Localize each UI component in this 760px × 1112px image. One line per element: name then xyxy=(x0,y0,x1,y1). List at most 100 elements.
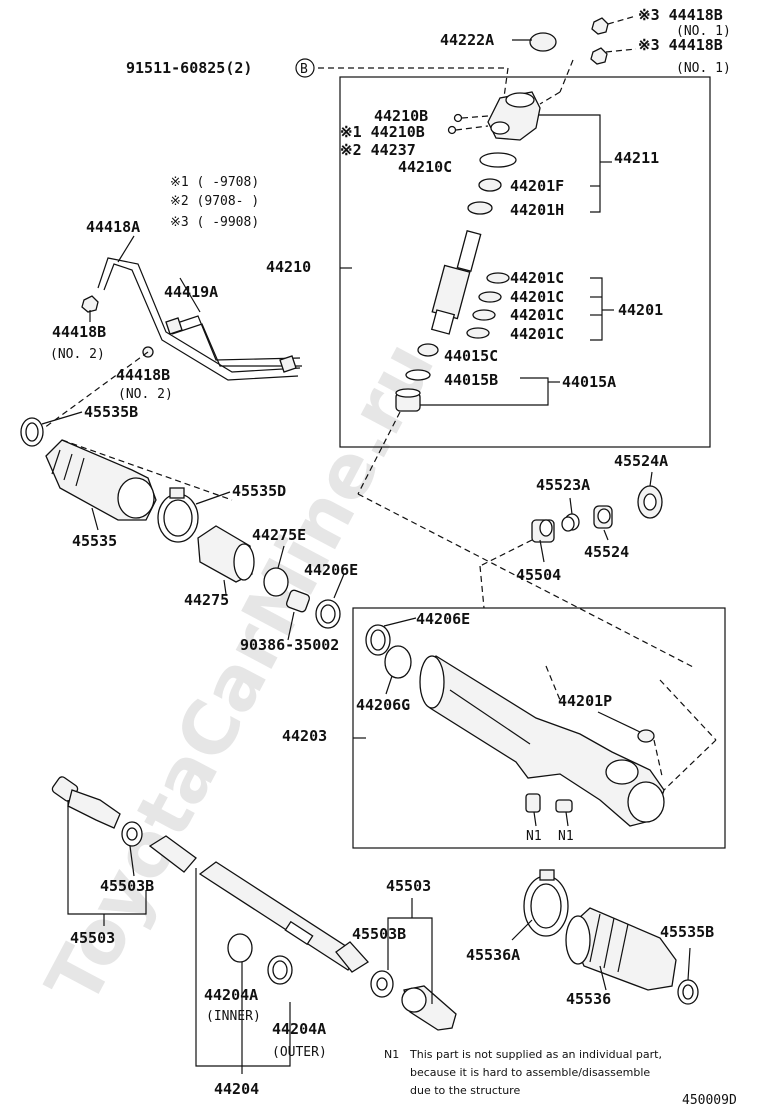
rack-bushing-outer-part xyxy=(267,955,293,985)
legend-note-2: ※2 (9708- ) xyxy=(170,194,259,209)
seal-44201F-part xyxy=(478,178,502,192)
o-ring-44275E-part xyxy=(263,567,289,597)
tie-rod-end-left-part xyxy=(51,776,121,829)
label-44204A-inner: 44204A xyxy=(204,986,258,1004)
label-44201C-2: 44201C xyxy=(510,288,564,306)
union-nut-44418B-no2-part xyxy=(81,295,99,313)
label-44275E: 44275E xyxy=(252,526,306,544)
seal-44201H-part xyxy=(467,201,493,215)
label-90386: 90386-35002 xyxy=(240,636,339,654)
footnote-line-3: due to the structure xyxy=(410,1084,520,1097)
rack-boot-45536-part xyxy=(565,907,677,991)
label-44418B-no2-b-sub: (NO. 2) xyxy=(118,387,173,402)
label-44418A: 44418A xyxy=(86,218,140,236)
union-nut-44418B-no1-part xyxy=(590,17,609,65)
diagram-code: 450009D xyxy=(682,1093,737,1108)
label-44418B-no2-b: 44418B xyxy=(116,366,170,384)
plug-44201P-part xyxy=(637,729,655,743)
label-44210: 44210 xyxy=(266,258,311,276)
label-91511: 91511-60825(2) xyxy=(126,59,252,77)
label-44210B-2: ※1 44210B xyxy=(340,123,425,141)
label-45536A: 45536A xyxy=(466,946,520,964)
boot-clamp-45535B-right-part xyxy=(677,979,699,1005)
label-44418B-top2-no: (NO. 1) xyxy=(676,61,731,76)
label-45503-right: 45503 xyxy=(386,877,431,895)
gear-housing-44203-part xyxy=(419,655,665,827)
lock-nut-45503B-left-part xyxy=(121,821,143,847)
label-44237: ※2 44237 xyxy=(340,141,416,159)
boot-clamp-45535D-part xyxy=(157,487,199,543)
label-44201H: 44201H xyxy=(510,201,564,219)
label-44418B-no2-a: 44418B xyxy=(52,323,106,341)
label-44275: 44275 xyxy=(184,591,229,609)
label-44206G: 44206G xyxy=(356,696,410,714)
label-n1-b: N1 xyxy=(558,829,574,844)
seal-44015C-part xyxy=(417,343,439,357)
label-45535: 45535 xyxy=(72,532,117,550)
label-45536: 45536 xyxy=(566,990,611,1008)
label-44418B-top2: ※3 44418B xyxy=(638,36,723,54)
rack-guide-45504-part xyxy=(531,519,555,543)
label-44210C: 44210C xyxy=(398,158,452,176)
lock-nut-45524A-part xyxy=(637,485,663,519)
footnote-line-1: This part is not supplied as an individu… xyxy=(409,1048,662,1061)
return-tube-44419A-part xyxy=(167,315,302,367)
footnote-tag: N1 xyxy=(384,1048,399,1061)
label-44211: 44211 xyxy=(614,149,659,167)
label-44419A: 44419A xyxy=(164,283,218,301)
legend-note-1: ※1 ( -9708) xyxy=(170,175,259,190)
label-45503B-left: 45503B xyxy=(100,877,154,895)
label-44201: 44201 xyxy=(618,301,663,319)
tie-rod-end-right-part xyxy=(401,985,457,1031)
spring-45523A-part xyxy=(561,513,580,532)
boot-clamp-45535B-part xyxy=(20,417,44,447)
label-44204A-outer-sub: (OUTER) xyxy=(272,1045,327,1060)
legend-note-3: ※3 ( -9908) xyxy=(170,215,259,230)
label-45535B-left: 45535B xyxy=(84,403,138,421)
label-44204A-inner-sub: (INNER) xyxy=(206,1009,261,1024)
label-45535D: 45535D xyxy=(232,482,286,500)
label-44222A: 44222A xyxy=(440,31,494,49)
cap-44222A-part xyxy=(529,32,557,52)
boot-clamp-45536A-part xyxy=(523,869,569,937)
rack-44204-part xyxy=(148,835,370,973)
housing-assembly-box xyxy=(352,607,726,849)
rack-guide-spring-cap-45524-part xyxy=(593,505,613,529)
label-44201F: 44201F xyxy=(510,177,564,195)
valve-housing-part xyxy=(487,91,541,141)
footnote-line-2: because it is hard to assemble/disassemb… xyxy=(410,1066,650,1079)
fitting-n1-b-part xyxy=(555,799,573,813)
label-45535B-right: 45535B xyxy=(660,923,714,941)
label-n1-a: N1 xyxy=(526,829,542,844)
rack-bushing-inner-part xyxy=(227,933,253,963)
label-44418B-top1: ※3 44418B xyxy=(638,6,723,24)
label-44201C-3: 44201C xyxy=(510,306,564,324)
seal-ring-44201C-set xyxy=(466,272,510,339)
seal-44015B-part xyxy=(405,369,431,381)
label-45524: 45524 xyxy=(584,543,629,561)
lock-nut-45503B-right-part xyxy=(370,970,394,998)
reference-b-circle xyxy=(295,58,315,78)
label-44201C-1: 44201C xyxy=(510,269,564,287)
label-44418B-top1-no: (NO. 1) xyxy=(676,24,731,39)
label-44418B-no2-a-sub: (NO. 2) xyxy=(50,347,105,362)
label-44015B: 44015B xyxy=(444,371,498,389)
pressure-tube-44418A-part xyxy=(97,257,301,381)
label-44204: 44204 xyxy=(214,1080,259,1098)
label-44015C: 44015C xyxy=(444,347,498,365)
oil-seal-44206G-part xyxy=(384,645,412,679)
label-44015A: 44015A xyxy=(562,373,616,391)
label-44206E-outer: 44206E xyxy=(304,561,358,579)
label-44201C-4: 44201C xyxy=(510,325,564,343)
o-ring-44210C-part xyxy=(479,152,517,168)
rack-boot-45535-part xyxy=(45,439,157,521)
label-44204A-outer: 44204A xyxy=(272,1020,326,1038)
dust-seal-44015A-part xyxy=(395,388,421,412)
bearing-90386-part xyxy=(286,589,310,613)
valve-assembly-box xyxy=(339,76,711,448)
label-44201P: 44201P xyxy=(558,692,612,710)
label-44210B-1: 44210B xyxy=(374,107,428,125)
label-44206E-box: 44206E xyxy=(416,610,470,628)
rack-bushing-44275-part xyxy=(197,525,255,583)
label-45524A: 45524A xyxy=(614,452,668,470)
